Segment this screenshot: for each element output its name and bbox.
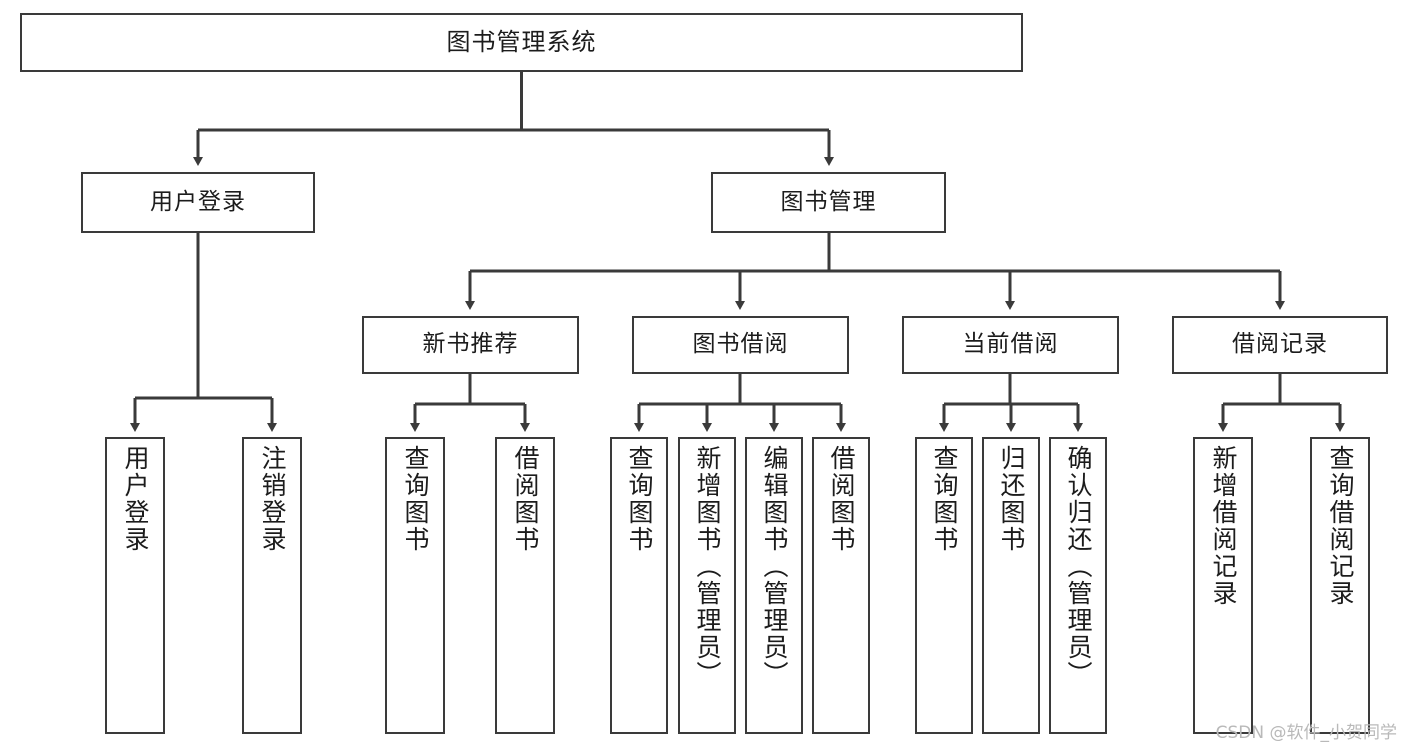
node-leaf-user-login-label: 用户登录 <box>121 445 150 553</box>
node-user-login[interactable]: 用户登录 <box>81 172 315 233</box>
node-leaf-logout-label: 注销登录 <box>258 445 287 553</box>
node-leaf-add-record[interactable]: 新增借阅记录 <box>1193 437 1253 734</box>
node-leaf-borrow-book-1-label: 借阅图书 <box>511 445 540 553</box>
node-book-management-label: 图书管理 <box>780 188 877 215</box>
node-book-borrow-label: 图书借阅 <box>692 331 789 358</box>
node-leaf-query-record[interactable]: 查询借阅记录 <box>1310 437 1370 734</box>
node-leaf-borrow-book-2-label: 借阅图书 <box>827 445 856 553</box>
node-leaf-query-book-3-label: 查询图书 <box>930 445 959 553</box>
node-leaf-query-book-2-label: 查询图书 <box>625 445 654 553</box>
node-borrow-record-label: 借阅记录 <box>1232 331 1328 358</box>
node-leaf-confirm-return[interactable]: 确认归还（管理员） <box>1049 437 1107 734</box>
node-leaf-query-book-1[interactable]: 查询图书 <box>385 437 445 734</box>
node-book-management[interactable]: 图书管理 <box>711 172 946 233</box>
node-leaf-add-record-label: 新增借阅记录 <box>1209 445 1238 607</box>
node-leaf-user-login[interactable]: 用户登录 <box>105 437 165 734</box>
node-new-book-recommend-label: 新书推荐 <box>422 331 519 358</box>
node-current-borrow[interactable]: 当前借阅 <box>902 316 1119 374</box>
node-leaf-logout[interactable]: 注销登录 <box>242 437 302 734</box>
node-leaf-add-book-label: 新增图书（管理员） <box>693 445 722 688</box>
node-book-borrow[interactable]: 图书借阅 <box>632 316 849 374</box>
node-leaf-add-book[interactable]: 新增图书（管理员） <box>678 437 736 734</box>
node-leaf-query-book-1-label: 查询图书 <box>401 445 430 553</box>
node-leaf-borrow-book-2[interactable]: 借阅图书 <box>812 437 870 734</box>
node-leaf-query-record-label: 查询借阅记录 <box>1326 445 1355 607</box>
node-leaf-confirm-return-label: 确认归还（管理员） <box>1064 445 1093 688</box>
node-leaf-query-book-3[interactable]: 查询图书 <box>915 437 973 734</box>
node-new-book-recommend[interactable]: 新书推荐 <box>362 316 579 374</box>
node-leaf-borrow-book-1[interactable]: 借阅图书 <box>495 437 555 734</box>
node-root[interactable]: 图书管理系统 <box>20 13 1023 72</box>
watermark-text: CSDN @软件_小贺同学 <box>1215 723 1397 743</box>
node-leaf-edit-book[interactable]: 编辑图书（管理员） <box>745 437 803 734</box>
node-borrow-record[interactable]: 借阅记录 <box>1172 316 1388 374</box>
node-current-borrow-label: 当前借阅 <box>962 331 1059 358</box>
node-user-login-label: 用户登录 <box>150 188 246 215</box>
node-leaf-return-book-label: 归还图书 <box>997 445 1026 553</box>
node-root-label: 图书管理系统 <box>446 28 597 57</box>
node-leaf-query-book-2[interactable]: 查询图书 <box>610 437 668 734</box>
node-leaf-return-book[interactable]: 归还图书 <box>982 437 1040 734</box>
node-leaf-edit-book-label: 编辑图书（管理员） <box>760 445 789 688</box>
